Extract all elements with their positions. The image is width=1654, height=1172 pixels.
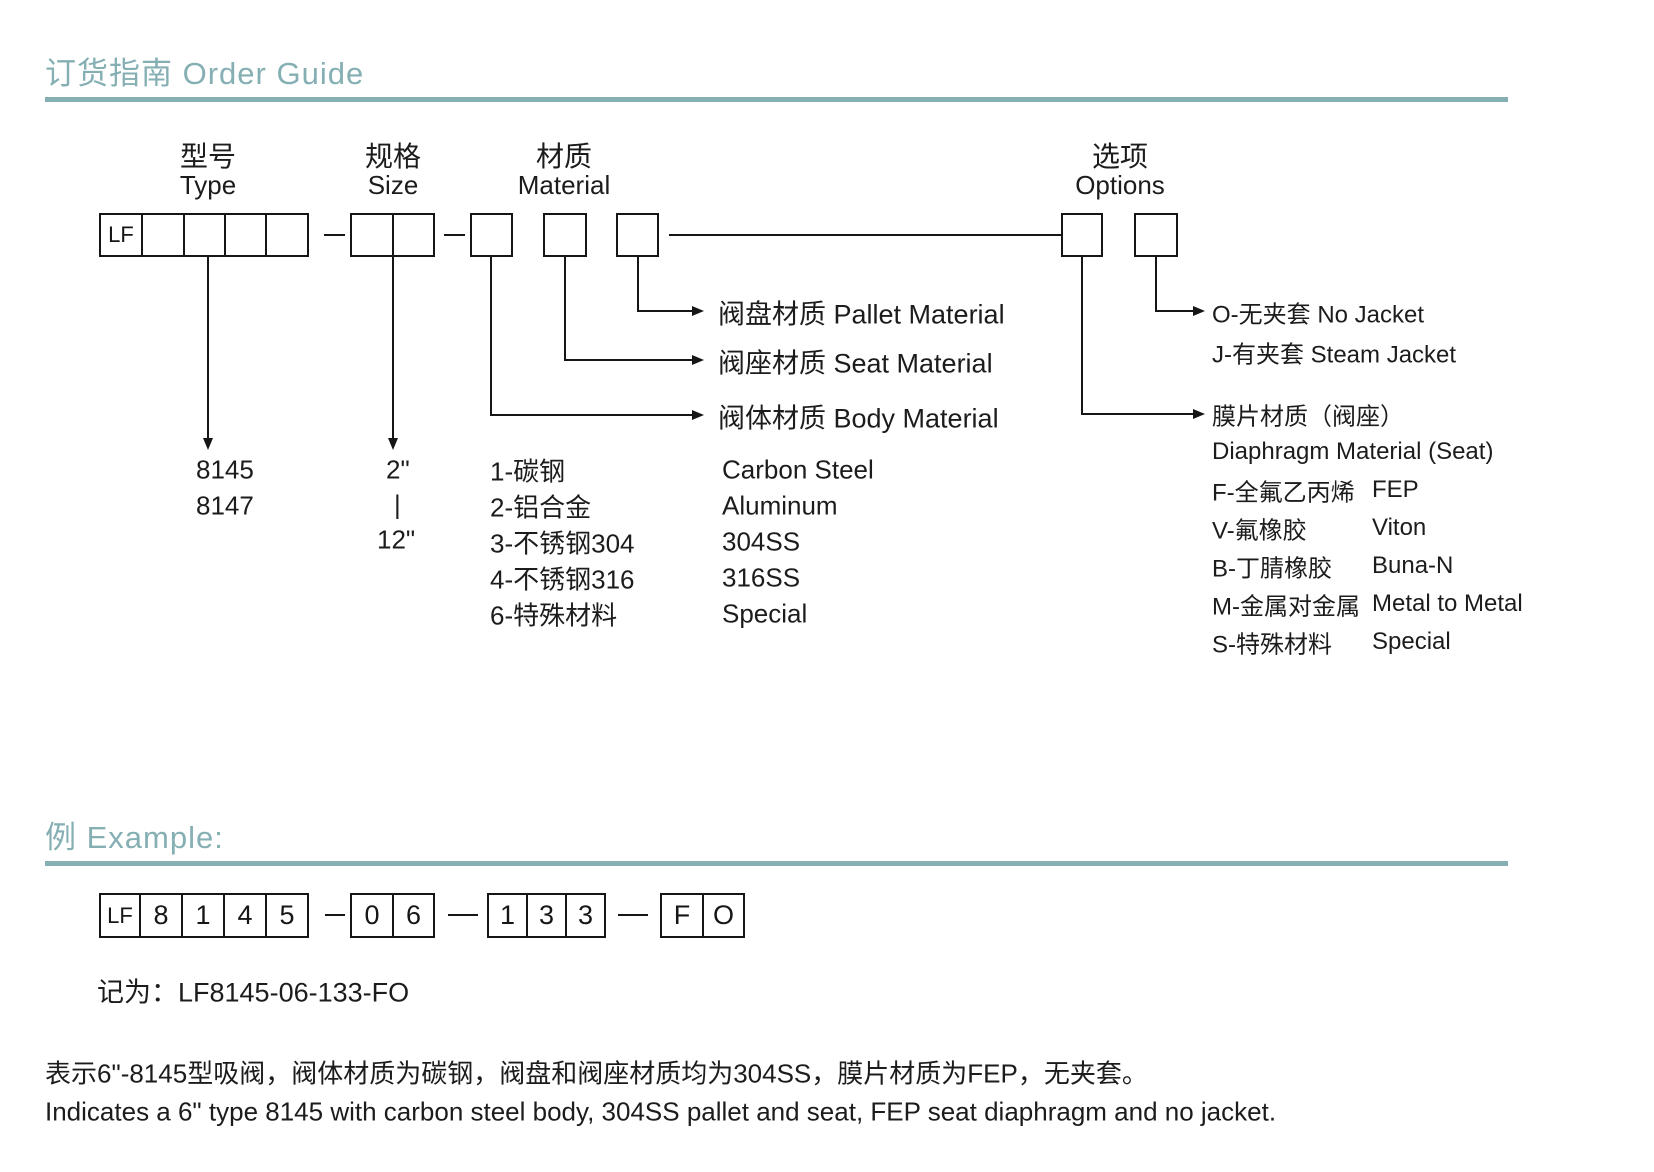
example-size-boxes: 0 6 (350, 893, 435, 938)
material-item-name: Aluminum (722, 490, 838, 521)
example-result-code: 记为：LF8145-06-133-FO (97, 977, 410, 1008)
col-material-en: Material (517, 170, 611, 200)
example-cell: 6 (392, 893, 435, 938)
title-rule (45, 97, 1508, 102)
example-cell: 8 (139, 893, 183, 938)
steam-jacket-label: J-有夹套 Steam Jacket (1212, 341, 1457, 369)
material-item-code: 2-铝合金 (490, 492, 592, 523)
type-cell: LF (99, 213, 143, 257)
example-material-boxes: 1 3 3 (487, 893, 606, 938)
options-code-box-2 (1134, 213, 1178, 257)
example-cell: 0 (350, 893, 394, 938)
example-cell: 4 (223, 893, 267, 938)
type-cell (141, 213, 185, 257)
options-cell (1134, 213, 1178, 257)
type-option: 8147 (196, 490, 254, 521)
pallet-material-label: 阀盘材质 Pallet Material (718, 299, 1005, 330)
example-cell: 3 (565, 893, 606, 938)
type-cell (224, 213, 267, 257)
diaphragm-label-en: Diaphragm Material (Seat) (1212, 438, 1494, 465)
material-item-name: 316SS (722, 562, 801, 593)
type-option: 8145 (196, 454, 254, 485)
col-options-zh: 选项 (1091, 141, 1149, 172)
size-max: 12" (377, 524, 416, 555)
example-description-en: Indicates a 6" type 8145 with carbon ste… (45, 1096, 1277, 1127)
example-cell: 5 (265, 893, 309, 938)
col-size-en: Size (367, 170, 419, 200)
example-description-zh: 表示6"-8145型吸阀，阀体材质为碳钢，阀盘和阀座材质均为304SS，膜片材质… (45, 1058, 1148, 1089)
example-title: 例 Example: (45, 820, 224, 855)
col-size-zh: 规格 (364, 141, 422, 172)
col-type-en: Type (179, 170, 237, 200)
diaphragm-item-code: S-特殊材料 (1212, 631, 1332, 659)
material-code-box-2 (543, 213, 587, 257)
example-rule (45, 861, 1508, 866)
page-title: 订货指南 Order Guide (45, 56, 365, 91)
example-cell: O (702, 893, 745, 938)
size-code-boxes (350, 213, 435, 257)
col-type-zh: 型号 (179, 141, 237, 172)
example-cell: LF (99, 893, 141, 938)
example-cell: 3 (526, 893, 567, 938)
material-item-code: 1-碳钢 (490, 456, 566, 487)
example-cell: 1 (181, 893, 225, 938)
material-item-name: 304SS (722, 526, 801, 557)
diaphragm-item-name: Special (1372, 628, 1451, 655)
diaphragm-item-code: M-金属对金属 (1212, 593, 1360, 621)
diaphragm-item-code: B-丁腈橡胶 (1212, 555, 1332, 583)
material-cell (616, 213, 659, 257)
material-item-name: Special (722, 598, 808, 629)
no-jacket-label: O-无夹套 No Jacket (1212, 301, 1425, 329)
col-options-en: Options (1075, 170, 1165, 200)
diaphragm-item-name: FEP (1372, 476, 1419, 503)
type-code-boxes: LF (99, 213, 309, 257)
material-item-code: 6-特殊材料 (490, 600, 618, 631)
type-cell (265, 213, 309, 257)
size-range-separator: | (394, 489, 401, 520)
example-cell: 1 (487, 893, 528, 938)
diaphragm-item-code: F-全氟乙丙烯 (1212, 479, 1355, 507)
material-item-name: Carbon Steel (722, 454, 874, 485)
size-cell (350, 213, 394, 257)
diaphragm-item-name: Metal to Metal (1372, 590, 1523, 617)
example-options-boxes: F O (660, 893, 745, 938)
material-code-box-1 (470, 213, 513, 257)
example-type-boxes: LF 8 1 4 5 (99, 893, 309, 938)
diaphragm-item-name: Buna-N (1372, 552, 1454, 579)
material-item-code: 3-不锈钢304 (490, 528, 635, 559)
size-cell (392, 213, 435, 257)
type-cell (183, 213, 226, 257)
body-material-label: 阀体材质 Body Material (718, 403, 999, 434)
material-cell (543, 213, 587, 257)
diaphragm-label-zh: 膜片材质（阀座） (1212, 403, 1404, 431)
options-code-box-1 (1061, 213, 1103, 257)
seat-material-label: 阀座材质 Seat Material (718, 348, 993, 379)
diaphragm-item-name: Viton (1372, 514, 1427, 541)
material-code-box-3 (616, 213, 659, 257)
size-min: 2" (386, 454, 410, 485)
material-item-code: 4-不锈钢316 (490, 564, 635, 595)
options-cell (1061, 213, 1103, 257)
material-cell (470, 213, 513, 257)
diaphragm-item-code: V-氟橡胶 (1212, 517, 1307, 545)
example-cell: F (660, 893, 704, 938)
col-material-zh: 材质 (535, 141, 593, 172)
